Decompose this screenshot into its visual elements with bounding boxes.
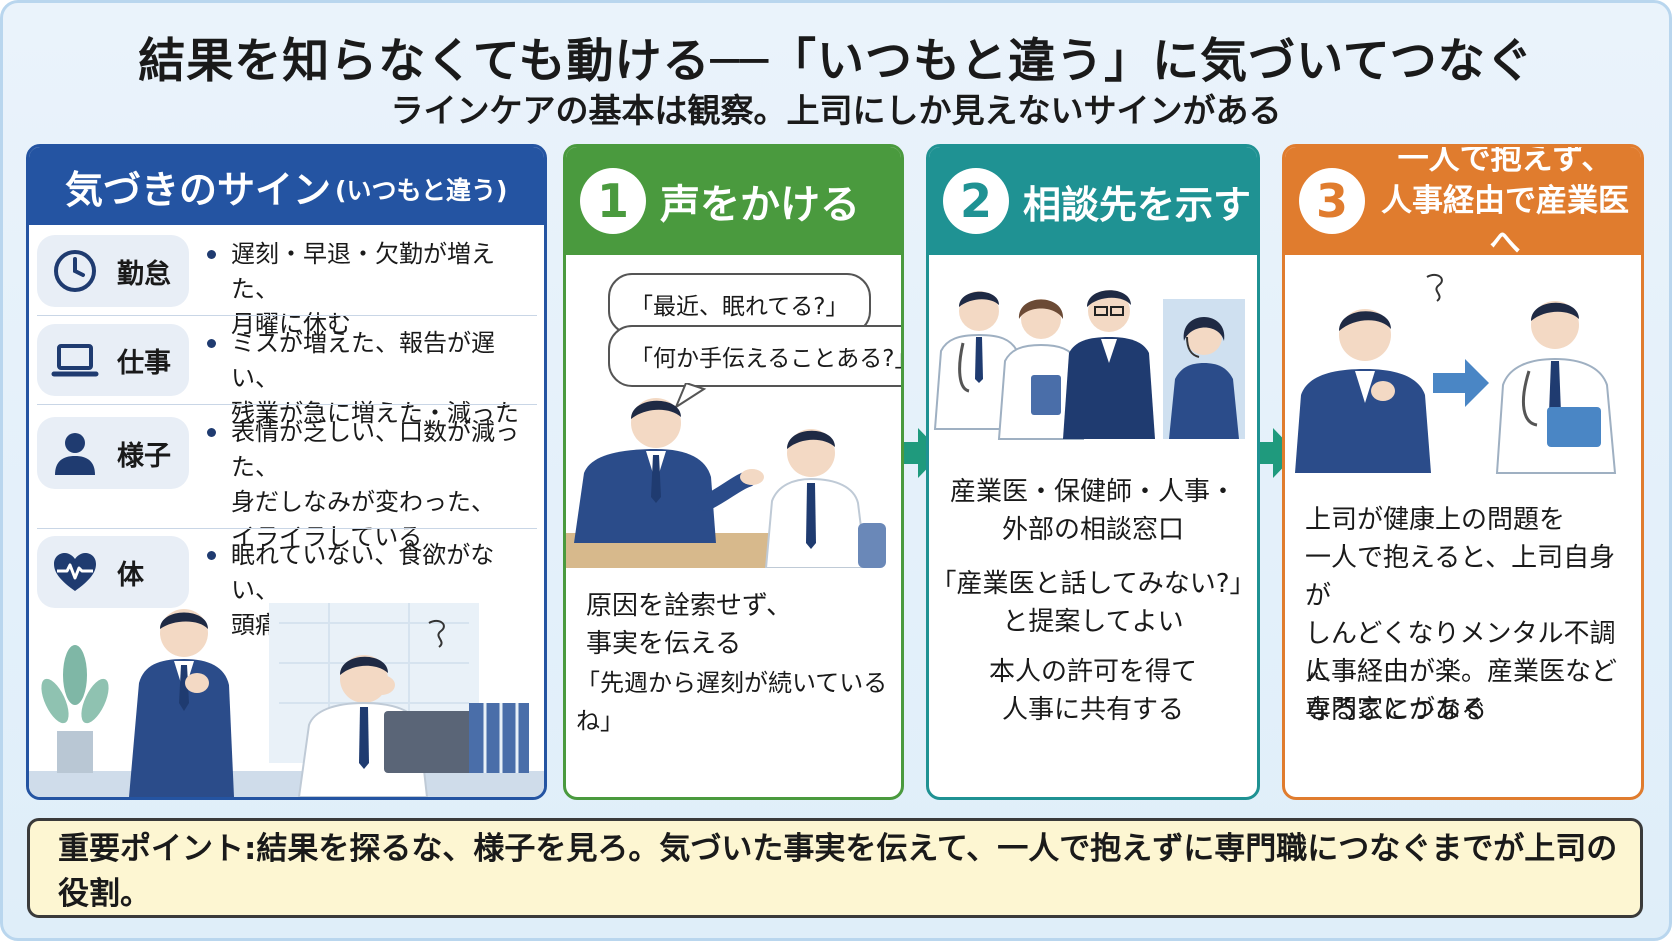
signs-heading: 気づきのサイン — [65, 167, 332, 212]
step3-heading-line: 人事経由で産業医へ — [1381, 183, 1629, 261]
step2-contacts: 産業医・保健師・人事・ 外部の相談窓口 — [929, 473, 1257, 549]
sign-tag-work: 仕事 — [37, 324, 189, 396]
signs-heading-small: (いつもと違う) — [335, 176, 508, 205]
sign-line: 遅刻・早退・欠勤が増えた、 — [231, 240, 495, 303]
step1-quote: 「先週から遅刻が続いているね」 — [576, 669, 888, 735]
stressed-employee — [297, 619, 529, 797]
worried-manager — [1295, 309, 1431, 473]
plant — [41, 645, 109, 773]
step2-number: 2 — [943, 168, 1009, 234]
step3-text-line: 上司が健康上の問題を — [1305, 505, 1566, 535]
sign-tag-attendance: 勤怠 — [37, 235, 189, 307]
key-point-banner: 重要ポイント:結果を探るな、様子を見ろ。気づいた事実を伝えて、一人で抱えずに専門… — [27, 818, 1643, 918]
referral-illustration — [1295, 273, 1617, 474]
sign-label: 仕事 — [117, 347, 171, 379]
page-title: 結果を知らなくても動ける──「いつもと違う」に気づいてつなぐ — [138, 34, 1534, 89]
step3-number: 3 — [1299, 168, 1365, 234]
step3-heading: 一人で抱えず、 人事経由で産業医へ — [1379, 144, 1641, 264]
step2-text-line: 人事に共有する — [1001, 695, 1184, 725]
sign-label: 体 — [117, 559, 144, 591]
manager-figure — [574, 398, 764, 543]
step3-text-line: 専門家につなぐ — [1305, 695, 1488, 725]
signs-panel-header: 気づきのサイン (いつもと違う) — [29, 147, 544, 225]
talk-illustration — [566, 383, 886, 568]
step1-text: 原因を詮索せず、 事実を伝える — [586, 587, 792, 663]
step2-text-line: 産業医・保健師・人事・ — [949, 477, 1236, 507]
step2-suggestion: 「産業医と話してみない?」 と提案してよい — [929, 565, 1257, 641]
step1-number: 1 — [580, 168, 646, 234]
laptop-icon — [51, 344, 99, 377]
arrow-right-icon — [1253, 428, 1297, 478]
step1-heading: 声をかける — [660, 182, 860, 228]
sign-line: 月曜に休む — [231, 310, 351, 338]
step3-text-line: しんどくなりメンタル不調に — [1305, 619, 1616, 687]
step1-header: 1 声をかける — [566, 147, 901, 255]
sign-description: 表情が乏しい、口数が減った、 身だしなみが変わった、 イライラしている — [205, 415, 537, 555]
sign-row-work: 仕事 ミスが増えた、報告が遅い、 残業が急に増えた・減った — [37, 324, 537, 431]
step2-heading: 相談先を示す — [1023, 182, 1252, 227]
sign-label: 様子 — [117, 440, 171, 472]
step3-text-line: なることがある — [1305, 695, 1488, 725]
employee-figure — [764, 429, 886, 568]
sign-tag-appearance: 様子 — [37, 417, 189, 489]
page-subtitle: ラインケアの基本は観察。上司にしか見えないサインがある — [390, 91, 1282, 130]
sign-row-appearance: 様子 表情が乏しい、口数が減った、 身だしなみが変わった、 イライラしている — [37, 413, 537, 555]
step3-advice: 人事経由が楽。産業医など 専門家につなぐ — [1305, 653, 1617, 729]
step2-text-line: 本人の許可を得て — [988, 657, 1197, 687]
step1-panel: 1 声をかける 「最近、眠れてる?」 「何か手伝えることある?」 原因を詮索せず… — [563, 144, 904, 800]
step3-warning: 上司が健康上の問題を 一人で抱えると、上司自身が しんどくなりメンタル不調に な… — [1305, 501, 1641, 729]
sign-row-attendance: 勤怠 遅刻・早退・欠勤が増えた、 月曜に休む — [37, 235, 537, 342]
sign-line: イライラしている — [231, 523, 423, 551]
step1-text-line: 事実を伝える — [586, 629, 742, 659]
counselor-figure — [1163, 299, 1245, 439]
step2-text-line: 外部の相談窓口 — [1001, 515, 1184, 545]
step2-permission: 本人の許可を得て 人事に共有する — [929, 653, 1257, 729]
specialists-illustration — [933, 290, 1245, 440]
step2-text-line: と提案してよい — [1002, 607, 1184, 637]
step3-panel: 3 一人で抱えず、 人事経由で産業医へ 上司が健康上の問題を 一人で抱えると、上… — [1282, 144, 1644, 800]
office-illustration — [29, 603, 544, 797]
sign-label: 勤怠 — [117, 258, 171, 290]
step2-header: 2 相談先を示す — [929, 147, 1257, 255]
step3-header: 3 一人で抱えず、 人事経由で産業医へ — [1285, 147, 1641, 261]
thinking-manager — [129, 609, 234, 797]
sign-description: ミスが増えた、報告が遅い、 残業が急に増えた・減った — [205, 326, 537, 431]
heart-pulse-icon — [54, 553, 96, 591]
sign-line: 眠れていない、食欲がない、 — [231, 541, 495, 604]
clock-icon — [54, 250, 96, 292]
step2-text-line: 「産業医と話してみない?」 — [930, 569, 1256, 599]
step1-text-line: 原因を詮索せず、 — [586, 591, 793, 621]
step3-text-line: 人事経由が楽。産業医など — [1305, 657, 1618, 687]
arrow-right-icon — [1433, 359, 1489, 407]
step3-text-line: 一人で抱えると、上司自身が — [1305, 543, 1616, 611]
divider — [37, 315, 537, 316]
arrow-right-icon — [898, 428, 942, 478]
signs-panel: 気づきのサイン (いつもと違う) 勤怠 遅刻・早退・欠勤が増えた、 月曜に休む … — [26, 144, 547, 800]
divider — [37, 528, 537, 529]
sign-line: 表情が乏しい、口数が減った、 — [231, 418, 519, 481]
step2-panel: 2 相談先を示す — [926, 144, 1260, 800]
sign-line: 身だしなみが変わった、 — [231, 488, 495, 516]
sign-line: 残業が急に増えた・減った — [231, 399, 519, 427]
person-icon — [55, 433, 95, 475]
step3-heading-line: 一人で抱えず、 — [1397, 144, 1613, 177]
sign-description: 遅刻・早退・欠勤が増えた、 月曜に休む — [205, 237, 537, 342]
hr-figure — [1063, 290, 1155, 439]
speech-bubble: 「何か手伝えることある?」 — [608, 325, 901, 387]
industrial-doctor — [1495, 301, 1617, 474]
nurse-figure — [997, 299, 1085, 440]
sign-line: ミスが増えた、報告が遅い、 — [231, 329, 495, 392]
divider — [37, 404, 537, 405]
sign-tag-body: 体 — [37, 536, 189, 608]
